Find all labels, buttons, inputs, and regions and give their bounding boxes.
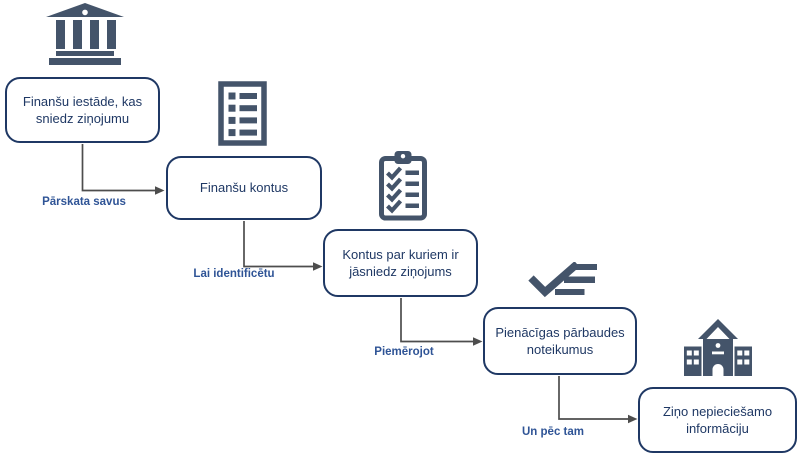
flow-box-3: Kontus par kuriem ir jāsniedz ziņojums [323,229,478,297]
school-building-icon [684,319,752,376]
connector-label-3: Piemērojot [374,346,434,358]
flow-box-5: Ziņo nepieciešamo informāciju [638,387,797,453]
flow-box-1: Finanšu iestāde, kas sniedz ziņojumu [5,77,160,143]
check-list-icon [528,262,597,298]
connector-label-4: Un pēc tam [522,426,584,438]
flow-box-2: Finanšu kontus [166,156,322,220]
connector-arrow-2 [243,221,323,271]
connector-arrow-3 [400,298,483,346]
flow-box-4: Pienācīgas pārbaudes noteikumus [483,307,637,375]
connector-arrow-1 [81,144,165,195]
connector-label-2: Lai identificētu [193,268,275,280]
connector-label-1: Pārskata savus [42,196,126,208]
document-list-icon [218,81,267,146]
clipboard-checklist-icon [379,151,427,221]
connector-arrow-4 [558,376,638,424]
bank-icon [46,3,124,65]
